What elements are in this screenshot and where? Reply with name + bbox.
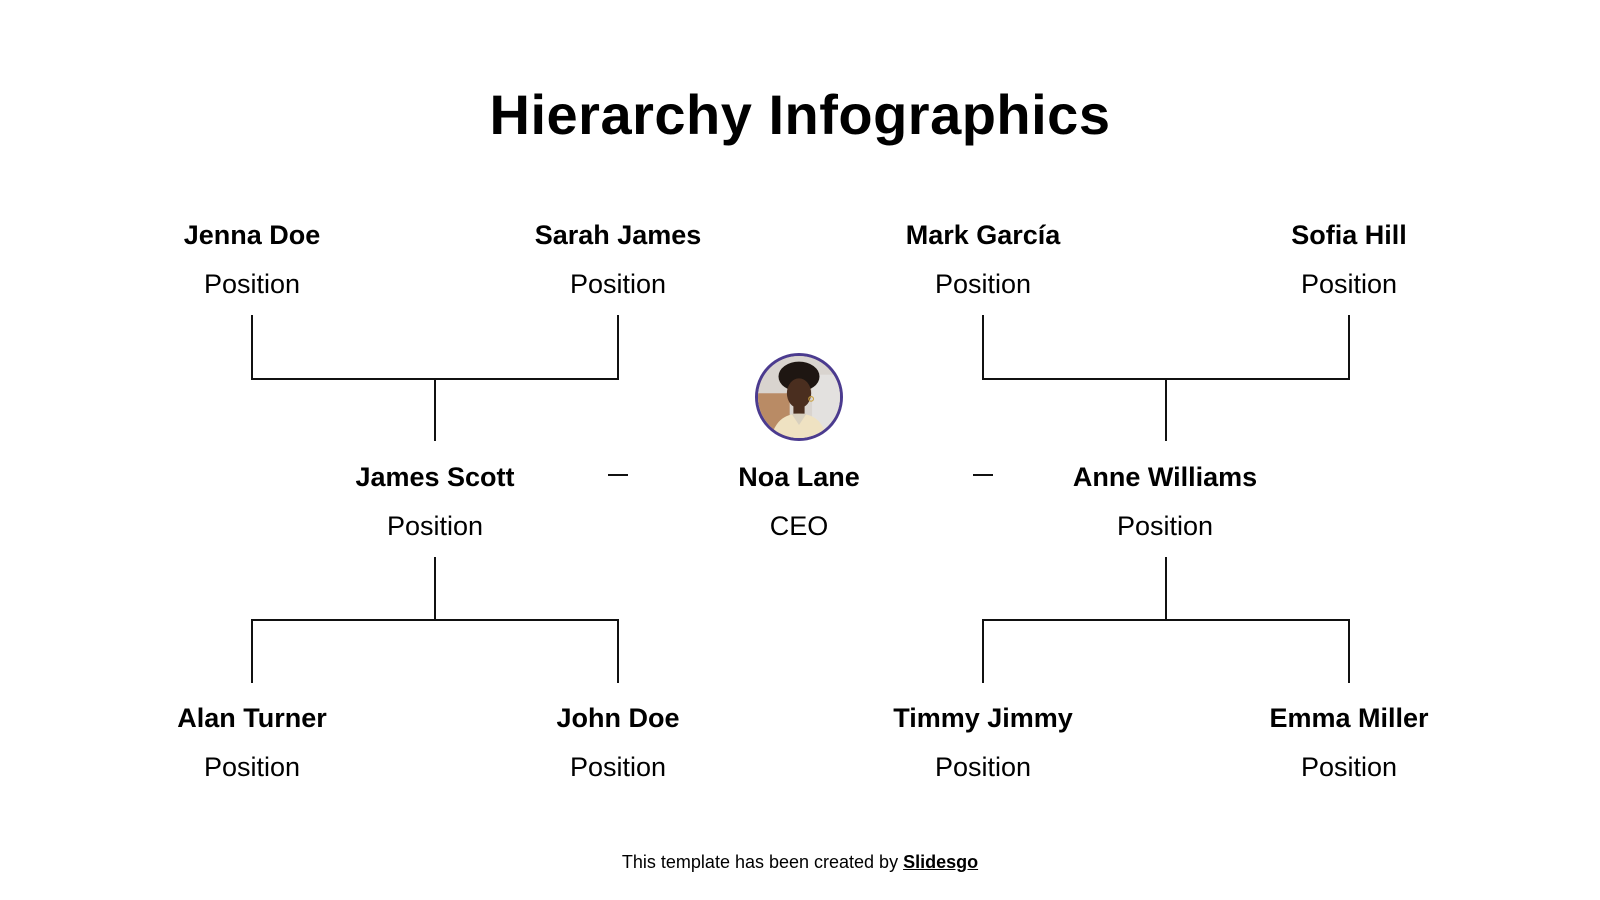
person-name: John Doe [556,703,680,733]
connector-line [434,378,436,441]
person-name: Mark García [905,220,1061,250]
person-photo-icon [758,356,840,438]
person-name: Sarah James [534,220,702,250]
node-ceo: Noa Lane CEO [649,461,949,542]
person-name: Jenna Doe [183,220,321,250]
connector-line [1165,557,1167,621]
person-role: Position [569,269,667,299]
connector-line [982,619,984,683]
connector-line [434,557,436,621]
person-role: Position [569,752,667,782]
person-name: Noa Lane [738,462,860,492]
person-role: Position [934,752,1032,782]
connector-line [617,619,619,683]
node-top-3: Mark García Position [833,219,1133,300]
person-name: James Scott [355,462,515,492]
person-role: Position [1300,269,1398,299]
person-role: Position [386,511,484,541]
person-name: Sofia Hill [1291,220,1407,250]
person-name: Alan Turner [177,703,327,733]
node-top-4: Sofia Hill Position [1199,219,1499,300]
footer-text: This template has been created by [621,852,904,872]
connector-line [1165,378,1167,441]
person-role: CEO [769,511,829,541]
node-manager-right: Anne Williams Position [1015,461,1315,542]
node-bottom-2: John Doe Position [468,702,768,783]
connector-line [251,315,253,380]
connector-line [982,619,1350,621]
node-bottom-1: Alan Turner Position [102,702,402,783]
connector-line [617,315,619,380]
person-role: Position [203,269,301,299]
person-name: Emma Miller [1269,703,1429,733]
connector-line [1348,315,1350,380]
connector-line [251,619,619,621]
slidesgo-link[interactable]: Slidesgo [903,852,979,872]
person-name: Timmy Jimmy [893,703,1073,733]
ceo-avatar [755,353,843,441]
dash-separator [608,474,628,476]
node-bottom-4: Emma Miller Position [1199,702,1499,783]
person-role: Position [934,269,1032,299]
dash-separator [973,474,993,476]
connector-line [251,619,253,683]
connector-line [982,315,984,380]
footer-credit: This template has been created by Slides… [0,852,1600,873]
connector-line [1348,619,1350,683]
person-name: Anne Williams [1072,462,1258,492]
person-role: Position [1116,511,1214,541]
node-top-1: Jenna Doe Position [102,219,402,300]
node-top-2: Sarah James Position [468,219,768,300]
page-title: Hierarchy Infographics [489,83,1111,146]
person-role: Position [1300,752,1398,782]
node-manager-left: James Scott Position [285,461,585,542]
node-bottom-3: Timmy Jimmy Position [833,702,1133,783]
person-role: Position [203,752,301,782]
